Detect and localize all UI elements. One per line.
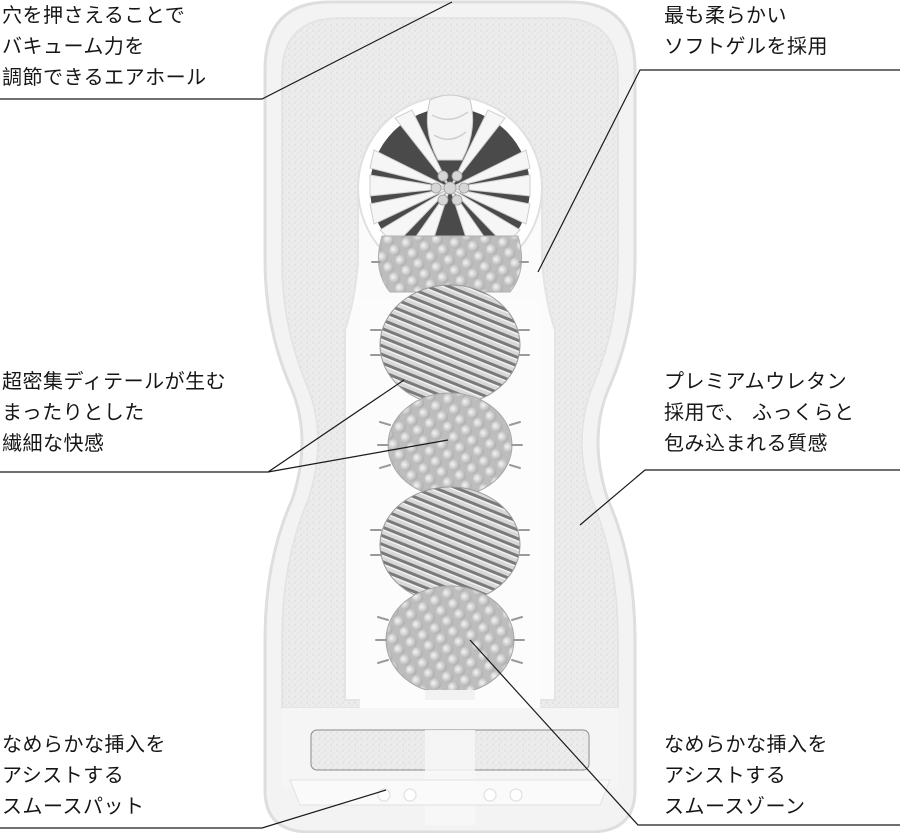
callout-soft-gel: 最も柔らかい ソフトゲルを採用 <box>664 0 828 62</box>
gel-spikes <box>370 261 530 664</box>
smooth-pad-base <box>282 708 618 825</box>
callout-line: 調節できるエアホール <box>2 65 207 89</box>
entry-starburst <box>357 94 543 281</box>
callout-line: 穴を押さえることで <box>2 3 186 27</box>
callout-line: 繊細な快感 <box>2 431 105 455</box>
callout-line: アシストする <box>2 763 125 787</box>
leader-zone <box>469 639 900 826</box>
callout-line: 最も柔らかい <box>664 3 787 27</box>
callout-premium-urethane: プレミアムウレタン 採用で、 ふっくらと 包み込まれる質感 <box>664 366 855 459</box>
callout-dense-detail: 超密集ディテールが生む まったりとした 繊細な快感 <box>2 366 226 459</box>
leader-airhole <box>0 1 453 100</box>
callout-smooth-zone: なめらかな挿入を アシストする スムースゾーン <box>664 729 828 822</box>
callout-line: 超密集ディテールが生む <box>2 369 227 393</box>
callout-line: スムースゾーン <box>664 794 806 818</box>
callout-line: アシストする <box>664 763 787 787</box>
callout-line: なめらかな挿入を <box>664 732 828 756</box>
leader-detail-2 <box>267 439 449 473</box>
leader-softgel <box>537 69 900 273</box>
callout-line: スムースパット <box>2 794 145 818</box>
leader-pad <box>0 789 387 829</box>
callout-line: まったりとした <box>2 400 145 424</box>
callout-line: プレミアムウレタン <box>664 369 848 393</box>
callout-line: ソフトゲルを採用 <box>664 34 828 58</box>
callout-line: なめらかな挿入を <box>2 732 166 756</box>
leader-urethane <box>579 469 900 526</box>
callout-line: 包み込まれる質感 <box>664 431 828 455</box>
callout-air-hole: 穴を押さえることで バキューム力を 調節できるエアホール <box>2 0 207 93</box>
gel-sleeve <box>377 235 523 700</box>
callout-line: バキューム力を <box>2 34 145 58</box>
callout-smooth-pad: なめらかな挿入を アシストする スムースパット <box>2 729 166 822</box>
callout-line: 採用で、 ふっくらと <box>664 400 855 424</box>
